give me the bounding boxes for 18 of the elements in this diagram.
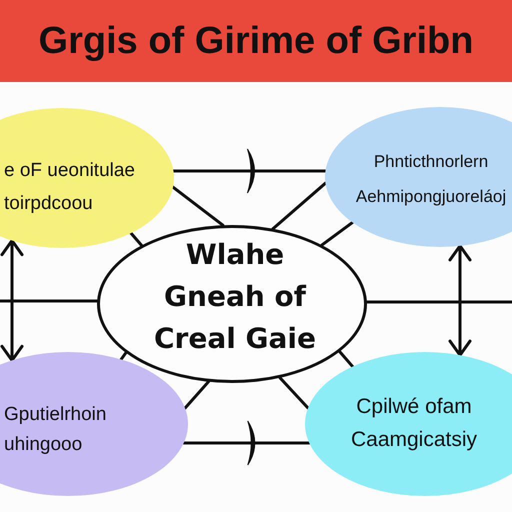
connector-line	[320, 220, 354, 247]
node-text: Phnticthnorlern Aehmipongjuoreláoj	[354, 151, 508, 208]
node-text: Gputielrhoin uhingooo	[4, 403, 108, 457]
connector-line	[182, 442, 311, 444]
connector-line	[172, 170, 327, 172]
connector-line	[338, 350, 354, 368]
node-text: e oF ueonitulae toirpdcoou	[4, 159, 136, 216]
connector-line	[172, 186, 224, 227]
title-text: Grgis of Girime of Gribn	[38, 20, 474, 62]
double-arrow	[448, 244, 472, 357]
connector-line	[120, 351, 128, 361]
double-arrow	[0, 239, 24, 362]
node-text: Wlahe Gneah of Creal Gaie	[152, 237, 318, 357]
connector-line	[184, 380, 210, 410]
connector-line	[130, 232, 144, 247]
node-text: Cpilwé ofam Caamgicatsiy	[350, 394, 478, 453]
connector-line	[0, 300, 99, 302]
connector-line	[365, 300, 512, 304]
